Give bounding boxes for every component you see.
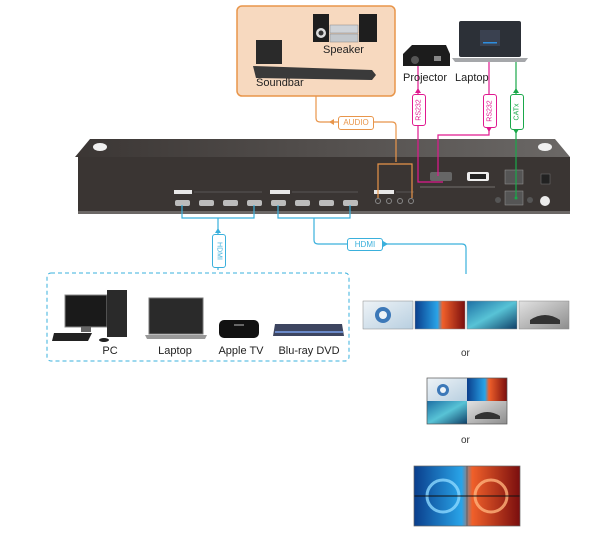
projector-icon [403,45,450,66]
separator-or-2: or [461,435,470,446]
separator-or-1: or [461,348,470,359]
hdmi-output-ports [271,200,358,206]
source-label-laptop: Laptop [158,345,192,357]
serial-ports [420,172,495,188]
hdmi-output-tag: HDMI [347,238,383,251]
source-label-pc: PC [102,345,118,357]
audio-output-jacks [375,198,414,204]
multiview-image-3 [427,401,467,424]
rs232-laptop-tag-text: RS232 [486,100,494,122]
matrix-image-2 [414,300,466,330]
source-label-bluray: Blu-ray DVD [278,345,340,357]
source-label-apple-tv: Apple TV [218,345,264,357]
laptop-label: Laptop [455,72,489,84]
rs232-projector-tag: RS232 [412,94,426,126]
rs232-laptop-tag: RS232 [483,94,497,128]
catx-tag: CATx [510,94,524,130]
catx-tag-text: CATx [513,103,521,121]
multiview-images [426,377,508,425]
source-laptop-icon [145,297,207,339]
bluray-icon [273,324,344,336]
pc-icon [52,290,127,342]
rs232-projector-tag-text: RS232 [415,99,423,121]
source-devices-box [46,272,350,362]
matrix-image-3 [466,300,518,330]
soundbar-icon [253,40,376,80]
laptop-icon [452,21,528,62]
soundbar-label: Soundbar [256,77,304,89]
multiview-image-2 [467,378,507,401]
power-port [540,173,551,206]
apple-tv-icon [219,320,259,338]
device-top [75,139,570,157]
hdmi-output-cable [277,205,467,274]
audio-tag: AUDIO [338,116,374,130]
hdmi-input-ports [175,200,262,206]
hdmi-input-tag-text: HDMI [215,242,223,260]
matrix-image-4 [518,300,570,330]
projector-label: Projector [403,72,448,84]
video-wall-image [413,465,521,527]
hdmi-input-tag: HDMI [212,234,226,268]
speaker-icon [313,14,377,43]
speaker-label: Speaker [323,44,364,56]
matrix-images [362,300,570,330]
lan-ports [495,169,533,206]
